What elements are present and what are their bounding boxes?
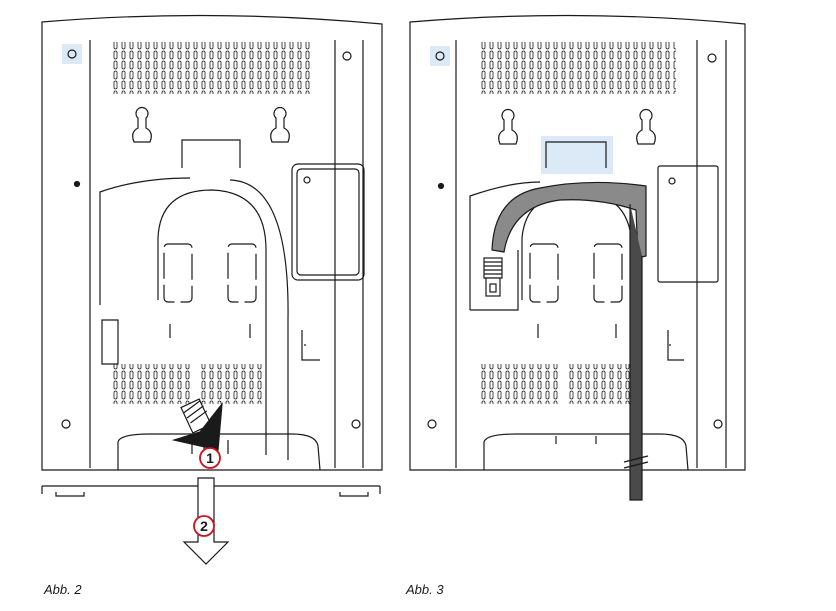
channel-slot bbox=[529, 243, 559, 303]
figure-abb3 bbox=[409, 14, 746, 501]
screw-hole-icon bbox=[668, 177, 676, 185]
marker-2 bbox=[193, 515, 215, 537]
side-clip bbox=[301, 330, 320, 361]
flat-cable-tail bbox=[629, 204, 643, 501]
plug-compartment bbox=[469, 181, 541, 311]
push-arrow bbox=[171, 402, 223, 451]
screw-hole-icon bbox=[427, 419, 437, 429]
base-cutout bbox=[483, 433, 689, 471]
rj45-plug-icon bbox=[483, 257, 503, 297]
keyhole-slot-icon bbox=[636, 109, 656, 145]
screw-hole-icon bbox=[73, 180, 81, 188]
channel-slot bbox=[163, 243, 193, 303]
vent-grille-bottom bbox=[200, 364, 262, 404]
marker-1 bbox=[199, 447, 221, 469]
figure-abb2: 1 2 bbox=[41, 14, 383, 565]
screw-hole-icon bbox=[67, 49, 77, 59]
screw-hole-icon bbox=[435, 51, 445, 61]
keyhole-slot-icon bbox=[270, 107, 290, 143]
screw-highlight bbox=[62, 44, 82, 64]
screw-hole-icon bbox=[437, 182, 445, 190]
screw-hole-icon bbox=[303, 176, 311, 184]
marker-2-label: 2 bbox=[200, 518, 208, 534]
side-cover bbox=[291, 163, 365, 281]
screw-hole-icon bbox=[351, 419, 361, 429]
latch bbox=[555, 436, 597, 444]
screw-highlight bbox=[430, 46, 450, 66]
vent-grille-bottom bbox=[113, 364, 193, 404]
side-cover-inner bbox=[296, 168, 360, 276]
mount-bracket bbox=[181, 139, 241, 168]
screw-hole-icon bbox=[342, 51, 352, 61]
keyhole-slot-icon bbox=[132, 107, 152, 143]
clip bbox=[537, 324, 617, 338]
screw-hole-icon bbox=[61, 419, 71, 429]
cable-cut-mark bbox=[623, 455, 649, 469]
clip bbox=[101, 319, 251, 365]
caption-abb2: Abb. 2 bbox=[44, 582, 82, 597]
channel-slot bbox=[593, 243, 623, 303]
screw-hole-icon bbox=[713, 419, 723, 429]
marker-1-label: 1 bbox=[206, 450, 214, 466]
vent-grille-bottom bbox=[566, 364, 630, 404]
flat-cable bbox=[491, 181, 647, 259]
vent-grille-bottom bbox=[480, 364, 560, 404]
vent-grille-top bbox=[113, 42, 313, 94]
channel-slot bbox=[227, 243, 257, 303]
side-cover bbox=[657, 165, 719, 283]
device-housing bbox=[409, 14, 746, 471]
caption-abb3: Abb. 3 bbox=[406, 582, 444, 597]
cable-channel-outer bbox=[99, 177, 289, 460]
cable-channel-inner bbox=[157, 189, 267, 455]
base-cutout bbox=[117, 433, 321, 471]
mount-bracket bbox=[545, 141, 607, 168]
keyhole-slot-icon bbox=[498, 109, 518, 145]
device-housing bbox=[41, 14, 383, 471]
side-clip bbox=[667, 330, 684, 361]
vent-grille-top bbox=[480, 42, 676, 94]
screw-hole-icon bbox=[707, 53, 717, 63]
